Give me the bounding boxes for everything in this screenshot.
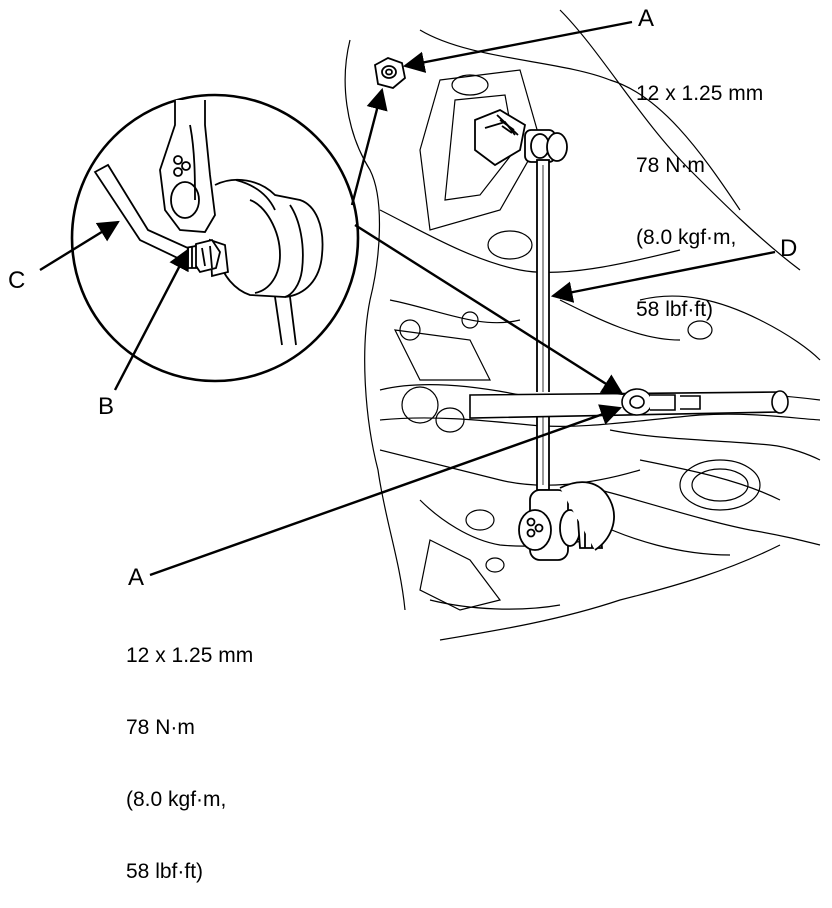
leader-lines: [39, 20, 776, 577]
callout-c-letter: C: [8, 267, 26, 294]
callout-b-letter: B: [98, 393, 115, 420]
callout-a-bottom-spec: 12 x 1.25 mm 78 N·m (8.0 kgf·m, 58 lbf·f…: [126, 596, 253, 908]
upper-flange-nut: [374, 57, 406, 89]
spec-line: 58 lbf·ft): [636, 298, 714, 321]
spec-line: 58 lbf·ft): [126, 860, 204, 883]
callout-a-bottom-letter: A: [128, 564, 145, 591]
spec-line: 12 x 1.25 mm: [126, 644, 254, 667]
spec-line: 12 x 1.25 mm: [636, 82, 764, 105]
callout-a-top-spec: 12 x 1.25 mm 78 N·m (8.0 kgf·m, 58 lbf·f…: [636, 34, 763, 346]
diagram-drawing: [39, 9, 821, 641]
stabilizer-link: [474, 108, 615, 561]
callout-a-top-letter: A: [638, 5, 655, 32]
spec-line: (8.0 kgf·m,: [126, 788, 227, 811]
stabilizer-link-diagram: A 12 x 1.25 mm 78 N·m (8.0 kgf·m, 58 lbf…: [8, 5, 821, 883]
detail-magnifier: [70, 93, 360, 383]
spec-line: (8.0 kgf·m,: [636, 226, 737, 249]
callout-d-letter: D: [780, 235, 798, 262]
stabilizer-bar: [469, 388, 789, 419]
spec-line: 78 N·m: [636, 154, 705, 177]
